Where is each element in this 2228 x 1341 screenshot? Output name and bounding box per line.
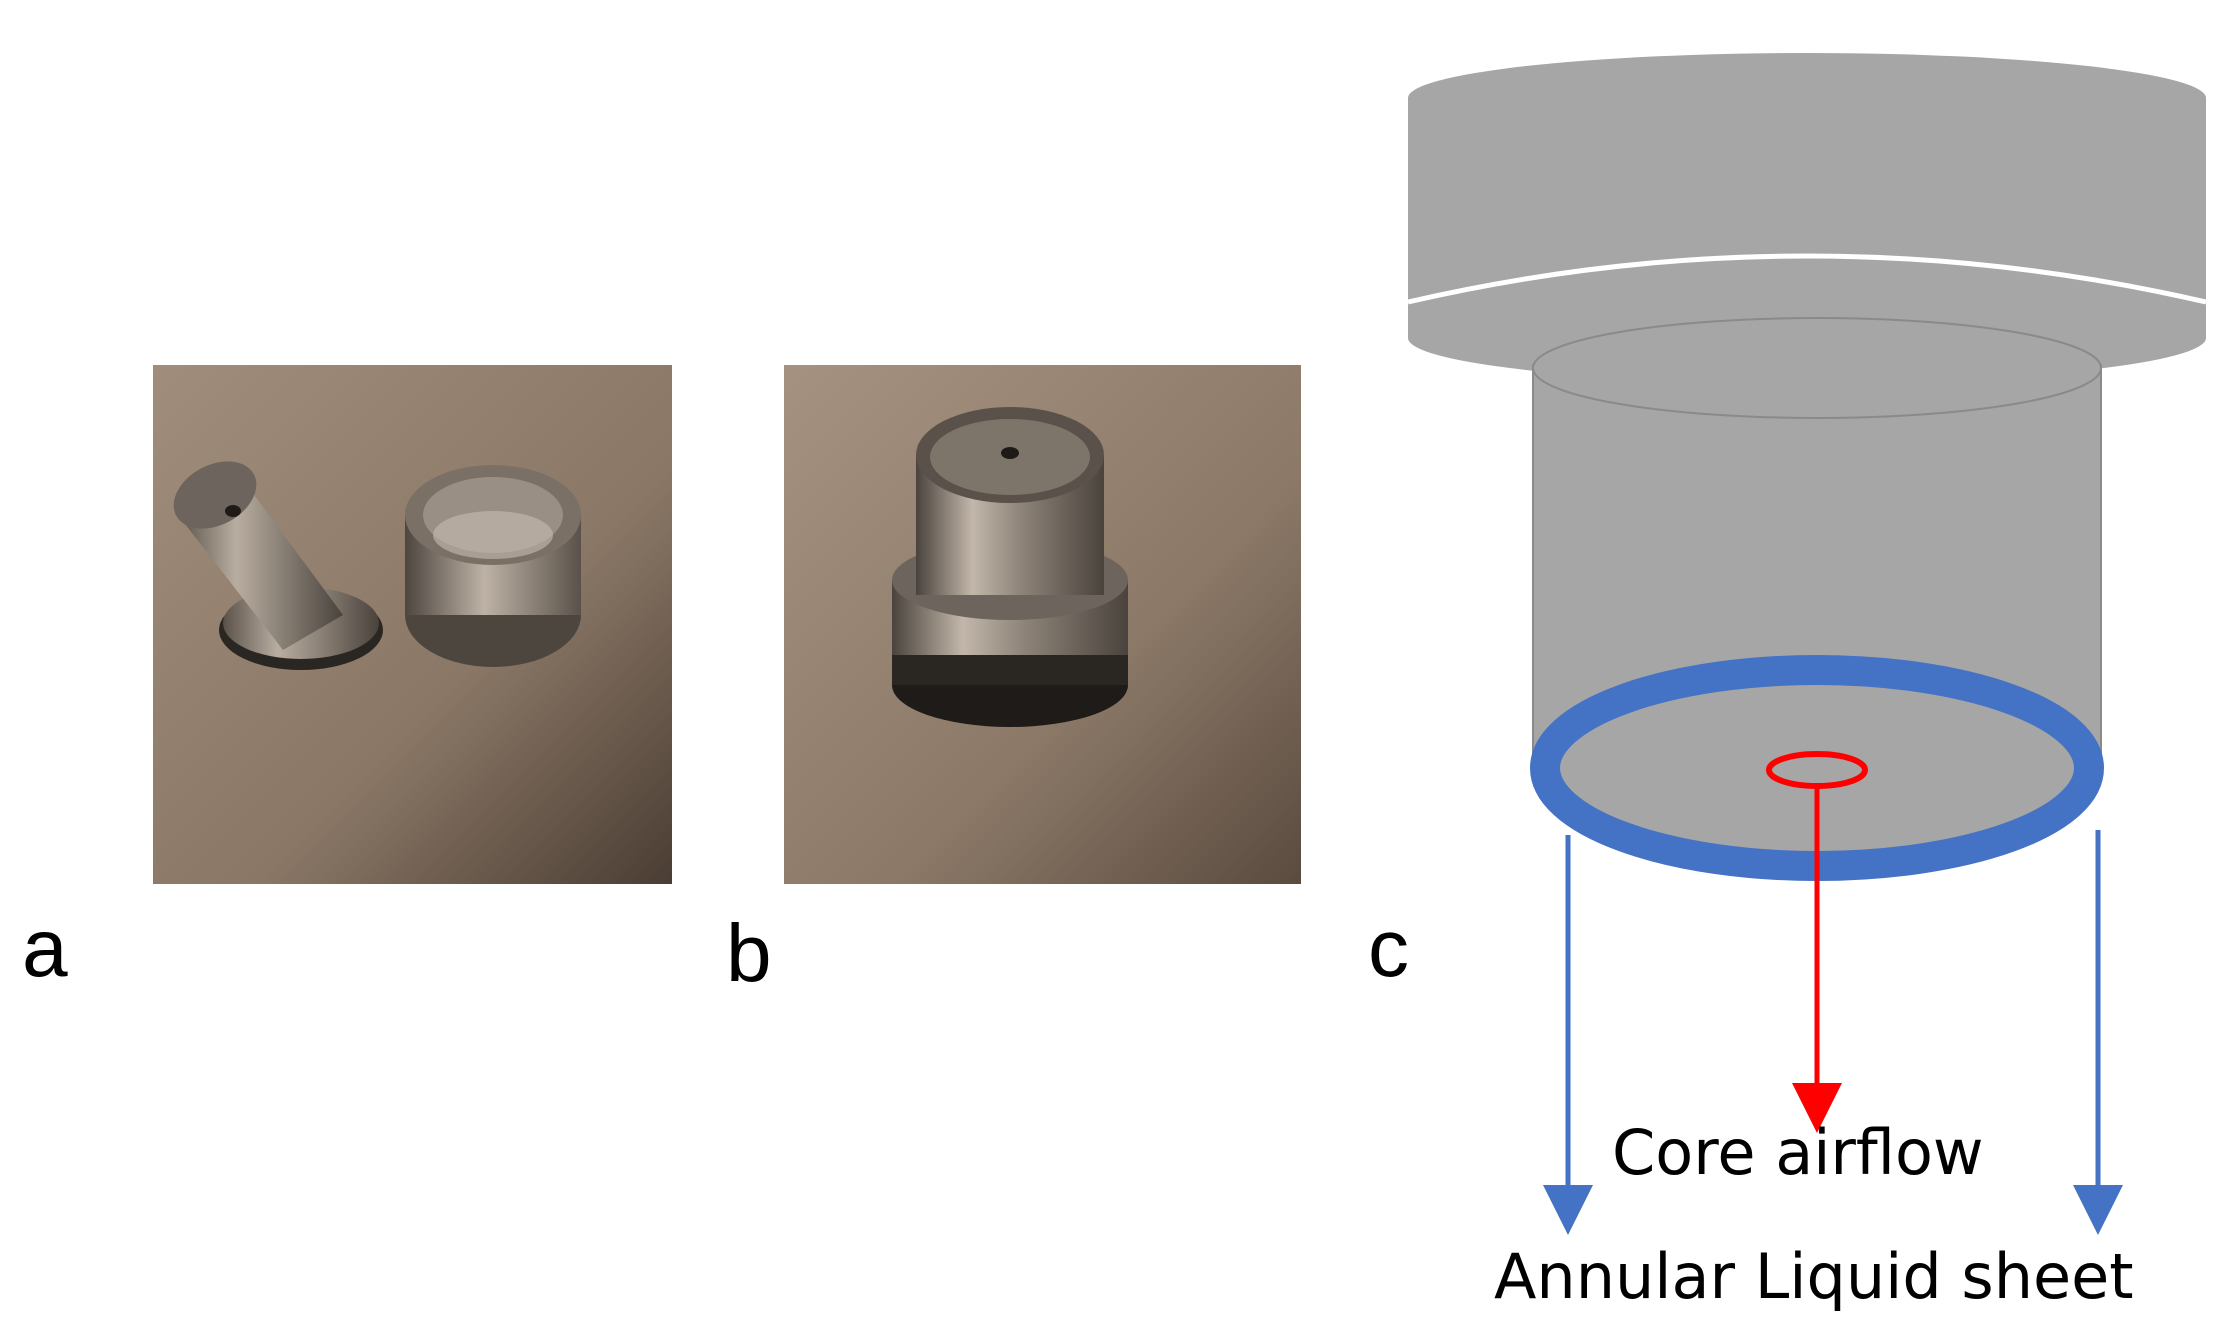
nozzle-parts-photo-illustration (153, 365, 672, 884)
annular-liquid-sheet-label: Annular Liquid sheet (1494, 1240, 2134, 1313)
nozzle-schematic-diagram (1407, 53, 2207, 1235)
panel-label-c: c (1368, 903, 1409, 994)
panel-label-a: a (22, 903, 68, 994)
photo-nozzle-parts-separated (153, 365, 672, 884)
panel-label-b: b (726, 908, 772, 999)
photo-nozzle-assembled (784, 365, 1301, 884)
nozzle-assembled-photo-illustration (784, 365, 1301, 884)
core-airflow-label: Core airflow (1612, 1116, 1984, 1189)
